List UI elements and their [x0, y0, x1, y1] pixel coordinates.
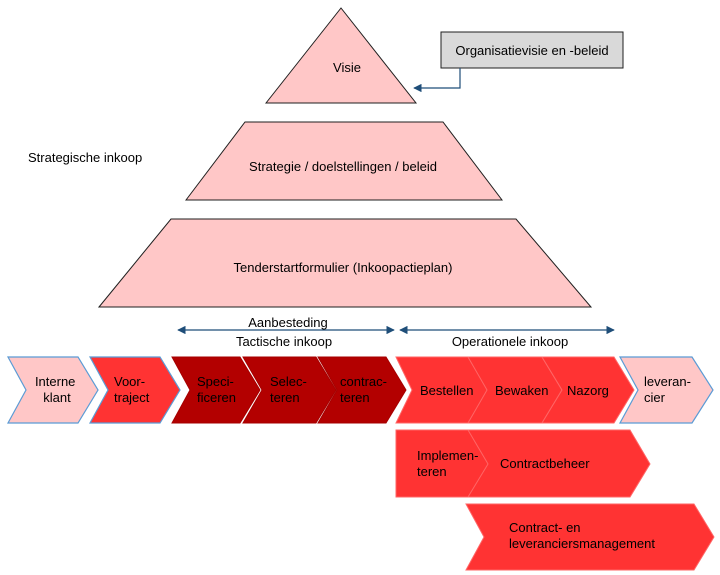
callout-label: Organisatievisie en -beleid	[455, 43, 608, 58]
voortraject-label: Voor- traject	[114, 374, 150, 405]
block-implementeren	[395, 429, 489, 498]
callout-box	[440, 31, 624, 69]
contracteren-label: contrac- teren	[340, 374, 391, 405]
pyramid-middle-strategie	[184, 121, 504, 201]
implementeren-label: Implemen- teren	[417, 448, 482, 479]
interne-klant-line-2: klant	[43, 390, 71, 405]
operationele-inkoop-label: Operationele inkoop	[452, 334, 568, 349]
contracteren-line-2: teren	[340, 390, 370, 405]
aanbesteding-label: Aanbesteding	[248, 315, 328, 330]
clm-label: Contract- en leveranciersmanagement	[509, 520, 655, 551]
chevron-selecteren	[242, 356, 337, 424]
chevron-contracteren	[317, 356, 407, 424]
specificeren-line-1: Speci-	[197, 374, 234, 389]
chevron-voortraject	[88, 356, 181, 424]
bewaken-label: Bewaken	[495, 383, 548, 398]
chevron-interne-klant	[6, 356, 99, 424]
contractbeheer-label: Contractbeheer	[500, 456, 590, 471]
specificeren-line-2: ficeren	[197, 390, 236, 405]
implementeren-line-1: Implemen-	[417, 448, 478, 463]
pyramid-top-visie	[264, 7, 418, 104]
bestellen-label: Bestellen	[420, 383, 473, 398]
clm-line-2: leveranciersmanagement	[509, 536, 655, 551]
chevron-contract-leveranciersmanagement	[465, 503, 715, 571]
specificeren-label: Speci- ficeren	[197, 374, 237, 405]
chevron-leverancier	[618, 356, 714, 424]
chevron-specificeren	[171, 356, 261, 424]
contracteren-line-1: contrac-	[340, 374, 387, 389]
visie-label: Visie	[333, 60, 361, 75]
voortraject-line-1: Voor-	[114, 374, 145, 389]
implementeren-line-2: teren	[417, 464, 447, 479]
voortraject-line-2: traject	[114, 390, 150, 405]
tenderstart-label: Tenderstartformulier (Inkoopactieplan)	[234, 260, 453, 275]
selecteren-line-2: teren	[270, 390, 300, 405]
callout-connector-arrow	[413, 68, 461, 93]
pyramid-bottom-tenderstart	[97, 218, 593, 308]
interne-klant-label: Interne klant	[35, 374, 79, 405]
selecteren-label: Selec- teren	[270, 374, 310, 405]
chevron-nazorg	[541, 356, 635, 424]
clm-line-1: Contract- en	[509, 520, 581, 535]
leverancier-line-2: cier	[644, 390, 666, 405]
leverancier-line-1: leveran-	[644, 374, 691, 389]
strategische-inkoop-label: Strategische inkoop	[28, 150, 142, 165]
tactische-inkoop-label: Tactische inkoop	[236, 334, 332, 349]
interne-klant-line-1: Interne	[35, 374, 75, 389]
strategie-label: Strategie / doelstellingen / beleid	[249, 159, 437, 174]
leverancier-label: leveran- cier	[644, 374, 695, 405]
selecteren-line-1: Selec-	[270, 374, 307, 389]
nazorg-label: Nazorg	[567, 383, 609, 398]
